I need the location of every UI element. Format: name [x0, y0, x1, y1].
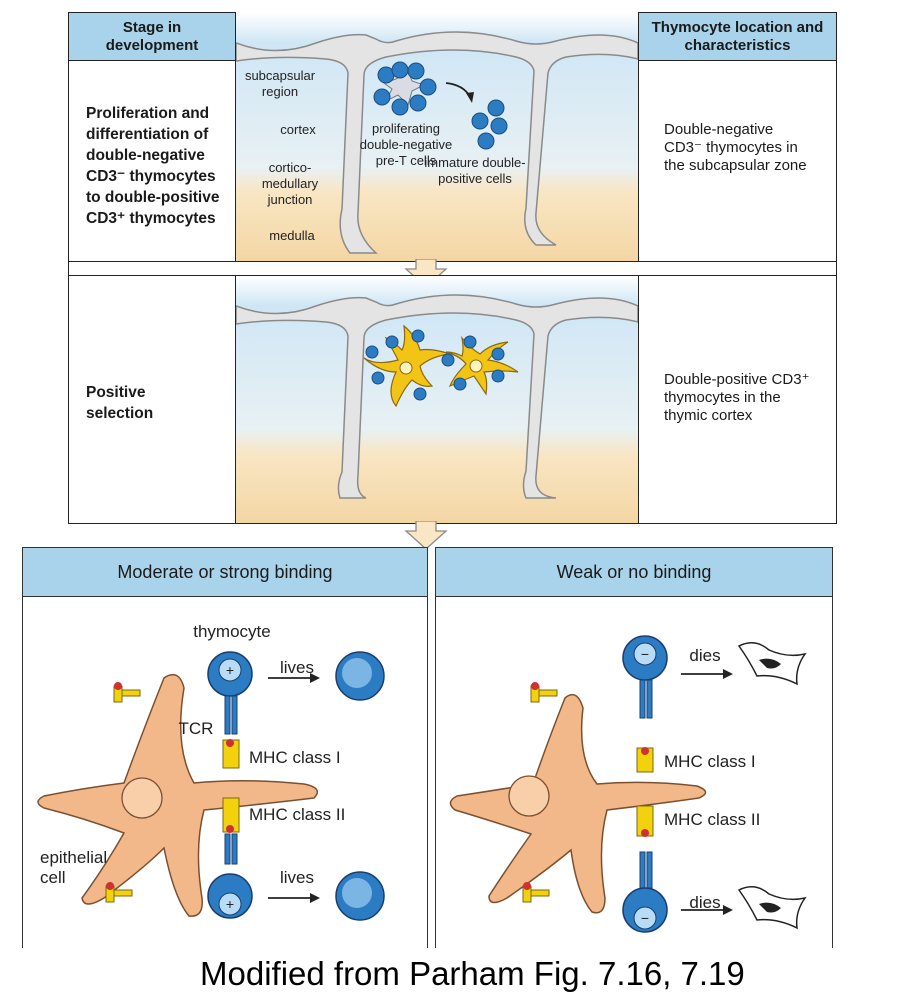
panel1-stage-line: to double-positive [86, 189, 220, 206]
dendritic-cell-left [363, 324, 451, 408]
label-immature: immature double-positive cells [424, 155, 526, 186]
panel1-stage-line: CD3⁺ thymocytes [86, 210, 216, 227]
stage-header: Stage in development [68, 12, 236, 61]
epithelial-cell [37, 673, 319, 917]
panel1-stage-line: differentiation of [86, 126, 209, 143]
panel2-divider-right [638, 275, 639, 524]
stage-header-text: Stage in development [105, 18, 199, 54]
panel2-frame [68, 275, 837, 524]
label-mhc1-left: MHC class I [249, 748, 341, 767]
svg-text:−: − [641, 910, 649, 926]
panel1-divider-left [235, 12, 236, 262]
label-mhc2-right: MHC class II [664, 810, 761, 829]
label-dies-top: dies [689, 646, 721, 665]
panel1-stage-line: CD3⁻ thymocytes [86, 168, 216, 185]
mhc-peripheral-bottom [105, 882, 133, 903]
label-junction: cortico-medullary junction [261, 160, 319, 207]
epithelial-cell-right [449, 693, 707, 914]
label-mhc1-right: MHC class I [664, 752, 756, 771]
panel1-frame [68, 60, 837, 262]
panel1-stage: Proliferation and differentiation of dou… [86, 103, 234, 229]
label-thymocyte: thymocyte [193, 622, 271, 641]
location-header: Thymocyte location and characteristics [638, 12, 837, 61]
binding-left-illustration: + + [37, 651, 385, 921]
svg-text:+: + [226, 896, 234, 912]
binding-left-frame [22, 596, 428, 948]
panel2-characteristics: Double-positive CD3⁺ thymocytes in the t… [664, 371, 810, 424]
label-dies-bottom: dies [689, 893, 721, 912]
label-epithelial: epithelial cell [40, 848, 108, 887]
dendritic-cell-right [441, 335, 519, 396]
svg-text:+: + [226, 662, 234, 678]
figure-caption: Modified from Parham Fig. 7.16, 7.19 [200, 955, 745, 992]
label-lives-bottom: lives [279, 868, 314, 887]
panel1-characteristics: Double-negative CD3⁻ thymocytes in the s… [664, 121, 807, 174]
label-proliferating: proliferating double-negative pre-T cell… [359, 121, 453, 168]
thymus-section-2 [236, 276, 638, 523]
binding-left-title: Moderate or strong binding [117, 561, 333, 582]
binding-right-title: Weak or no binding [556, 561, 712, 582]
binding-right-header: Weak or no binding [435, 547, 833, 597]
svg-text:−: − [641, 646, 649, 662]
label-tcr: TCR [178, 719, 214, 738]
label-cortex: cortex [280, 122, 316, 137]
panel1-divider-right [638, 12, 639, 262]
proliferating-cluster [373, 61, 437, 116]
label-subcapsular: subcapsular region [244, 68, 316, 99]
binding-right-frame [435, 596, 833, 948]
top-frame [68, 12, 837, 524]
panel2-stage: Positive selection [86, 384, 154, 422]
binding-right-illustration: − − [449, 635, 807, 933]
mhc-peripheral-top [113, 682, 141, 703]
down-arrow-2 [404, 521, 448, 550]
binding-left-header: Moderate or strong binding [22, 547, 428, 597]
panel1-stage-line: Proliferation and [86, 105, 210, 122]
location-header-text: Thymocyte location and characteristics [651, 18, 824, 54]
panel1-stage-line: double-negative [86, 147, 205, 164]
immature-cells [471, 99, 508, 150]
panel2-divider-left [235, 275, 236, 524]
label-medulla: medulla [269, 228, 315, 243]
label-mhc2-left: MHC class II [249, 805, 346, 824]
thymus-section-1 [236, 13, 638, 261]
label-lives-top: lives [279, 658, 314, 677]
